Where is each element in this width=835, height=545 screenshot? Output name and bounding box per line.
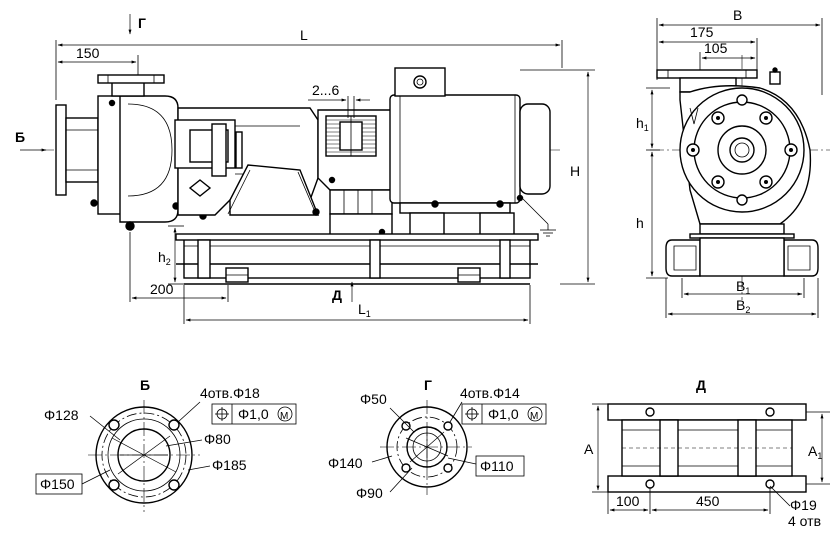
position-tolerance-icon [215, 407, 229, 421]
frame-d-dim-A: A [584, 441, 594, 457]
max-material-modifier-icon: M [527, 406, 543, 422]
flange-b-tolerance-frame: Φ1,0 M [211, 403, 297, 425]
view-B-marker: Б [15, 129, 25, 145]
view-D-marker: Д [332, 287, 342, 303]
dim-2-6-label: 2...6 [312, 82, 339, 98]
frame-d-holes-count: 4 отв [788, 513, 821, 529]
flange-g-d50: Φ50 [360, 391, 387, 407]
flange-g-holes: 4отв.Φ14 [460, 385, 520, 401]
flange-g-tolerance-frame: Φ1,0 M [461, 403, 547, 425]
dim-150-label: 150 [76, 45, 100, 61]
flange-g-d140: Φ140 [328, 455, 363, 471]
dim-B1-label: B1 [736, 278, 750, 296]
frame-d-dim-100: 100 [616, 493, 640, 509]
dim-L-label: L [300, 27, 308, 43]
dim-H-label: H [570, 163, 580, 179]
side-view: B 175 105 [636, 7, 830, 318]
frame-d-title: Д [696, 377, 706, 393]
max-material-modifier-icon: M [277, 406, 293, 422]
frame-d-view: Д A A1 100 450 [584, 377, 830, 529]
flange-g-d90: Φ90 [356, 485, 383, 501]
dim-h-label: h [636, 215, 644, 231]
flange-b-tol-value: Φ1,0 [238, 406, 269, 422]
flange-g-view: Г 4отв.Φ14 Φ1,0 [328, 377, 547, 501]
flange-g-tol-mod: M [530, 411, 538, 422]
flange-b-view: Б 4отв.Φ18 Φ1,0 [35, 377, 297, 512]
flange-b-tol-mod: M [280, 411, 288, 422]
frame-d-dim-450: 450 [696, 493, 720, 509]
flange-b-d150: Φ150 [40, 476, 75, 492]
dim-B-label: B [733, 7, 742, 23]
flange-b-title: Б [140, 377, 150, 393]
position-tolerance-icon [465, 407, 479, 421]
ground-icon [521, 197, 556, 237]
dim-175-label: 175 [690, 24, 714, 40]
flange-b-d185: Φ185 [212, 457, 247, 473]
dim-L1-label: L1 [358, 301, 371, 319]
frame-d-dim-A1: A1 [808, 443, 822, 461]
flange-b-holes: 4отв.Φ18 [200, 385, 260, 401]
dim-200-label: 200 [150, 281, 174, 297]
view-G-marker: Г [138, 15, 146, 31]
flange-g-d110: Φ110 [480, 458, 514, 474]
flange-g-tol-value: Φ1,0 [488, 406, 519, 422]
dim-105-label: 105 [704, 40, 728, 56]
flange-b-d80: Φ80 [204, 431, 231, 447]
flange-b-d128: Φ128 [44, 407, 79, 423]
flange-g-title: Г [424, 377, 432, 393]
dim-h1-label: h1 [636, 115, 649, 133]
front-view: L 150 Г Б [15, 14, 595, 324]
frame-d-holes: Φ19 [790, 497, 817, 513]
dim-B2-label: B2 [736, 297, 750, 315]
dim-h2-label: h2 [158, 249, 171, 267]
